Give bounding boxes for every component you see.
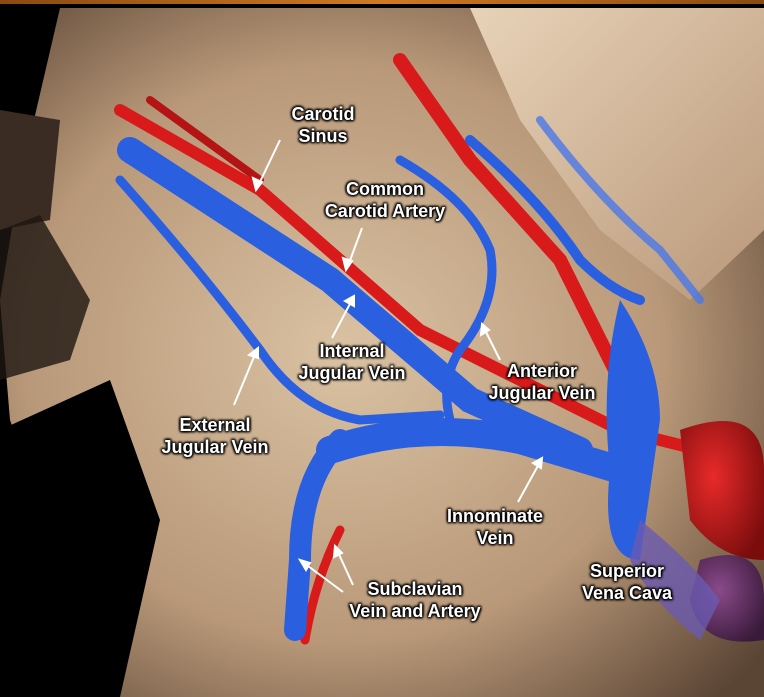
label-anterior-jugular-vein: Anterior Jugular Vein xyxy=(468,360,616,404)
label-superior-vena-cava: Superior Vena Cava xyxy=(562,560,692,604)
label-external-jugular-vein: External Jugular Vein xyxy=(140,414,290,458)
label-carotid-sinus: Carotid Sinus xyxy=(268,103,378,147)
label-common-carotid-artery: Common Carotid Artery xyxy=(305,178,465,222)
label-internal-jugular-vein: Internal Jugular Vein xyxy=(282,340,422,384)
label-subclavian: Subclavian Vein and Artery xyxy=(330,578,500,622)
label-innominate-vein: Innominate Vein xyxy=(425,505,565,549)
